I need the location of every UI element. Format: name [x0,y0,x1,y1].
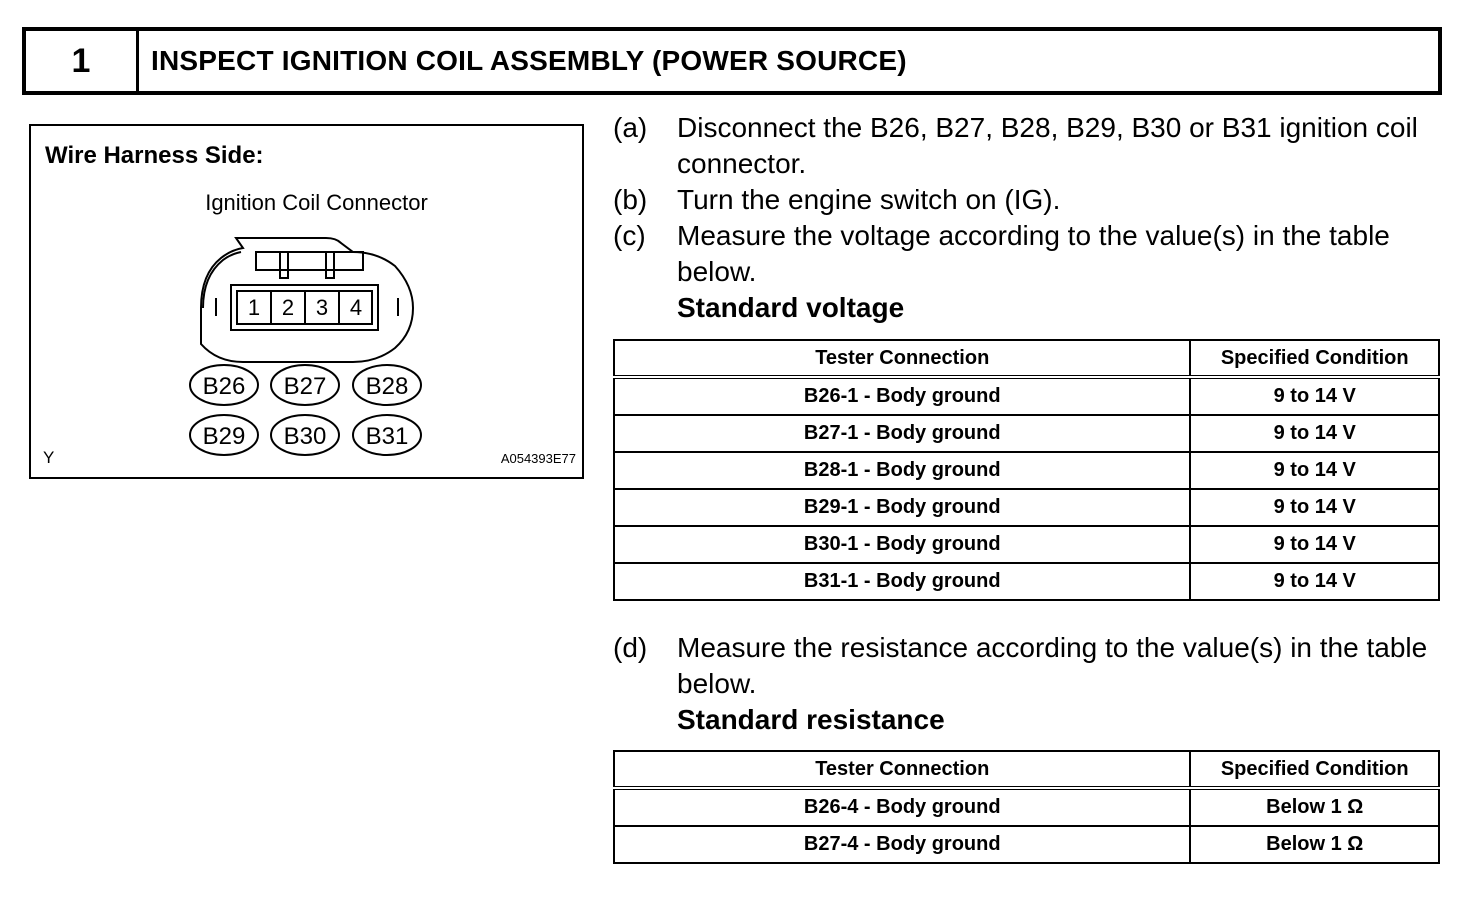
step-d: (d) Measure the resistance according to … [613,630,1453,702]
step-b: (b) Turn the engine switch on (IG). [613,182,1453,218]
step-text: Turn the engine switch on (IG). [677,184,1061,215]
connector-oval-b28 [352,364,422,406]
step-label: (b) [613,184,648,215]
standard-voltage-heading: Standard voltage [677,292,905,323]
table-cell: B30-1 - Body ground [612,525,1192,564]
step-c: (c) Measure the voltage according to the… [613,218,1453,290]
table-cell: Below 1 Ω [1189,825,1440,864]
pin-label: 3 [316,295,328,320]
pin-label: 1 [248,295,260,320]
procedure-steps: (a) Disconnect the B26, B27, B28, B29, B… [613,110,1453,326]
connector-oval-b26 [189,364,259,406]
step-label: (c) [613,220,646,251]
figure-corner-mark: Y [43,448,55,467]
step-text: Measure the resistance according to the … [677,632,1428,699]
standard-resistance-heading: Standard resistance [677,704,945,735]
connector-oval-b31 [352,414,422,456]
column-header: Tester Connection [612,339,1192,379]
connector-label: B27 [284,373,327,400]
table-cell: 9 to 14 V [1189,525,1440,564]
figure-caption: Ignition Coil Connector [205,190,428,215]
table-cell: B26-4 - Body ground [612,787,1192,827]
table-cell: 9 to 14 V [1189,451,1440,490]
connector-oval-b30 [270,414,340,456]
connector-oval-b27 [270,364,340,406]
column-header: Specified Condition [1189,750,1440,790]
step-text: Disconnect the B26, B27, B28, B29, B30 o… [677,112,1418,179]
table-cell: B27-1 - Body ground [612,414,1192,453]
voltage-table: Tester Connection Specified Condition B2… [612,339,1440,601]
connector-label: B31 [366,423,409,450]
connector-drawing: 1 2 3 4 B26 B27 B28 B29 B30 B31 [189,237,422,456]
table-header-row: Tester Connection Specified Condition [612,339,1440,379]
table-header-row: Tester Connection Specified Condition [612,750,1440,790]
step-label: (a) [613,112,648,143]
table-cell: 9 to 14 V [1189,414,1440,453]
procedure-steps-continued: (d) Measure the resistance according to … [613,630,1453,738]
pin-labels: 1 2 3 4 [248,295,362,320]
pin-label: 4 [350,295,362,320]
table-cell: B27-4 - Body ground [612,825,1192,864]
pin-label: 2 [282,295,294,320]
step-number: 1 [26,31,139,91]
table-cell: B26-1 - Body ground [612,376,1192,416]
connector-housing [200,237,415,363]
table-cell: B28-1 - Body ground [612,451,1192,490]
table-cell: B31-1 - Body ground [612,562,1192,601]
figure-code: A054393E77 [500,451,576,466]
step-a: (a) Disconnect the B26, B27, B28, B29, B… [613,110,1453,182]
table-cell: 9 to 14 V [1189,376,1440,416]
connector-figure: Wire Harness Side: Ignition Coil Connect… [29,124,584,479]
step-title: INSPECT IGNITION COIL ASSEMBLY (POWER SO… [151,45,907,76]
table-cell: B29-1 - Body ground [612,488,1192,527]
table-cell: 9 to 14 V [1189,562,1440,601]
column-header: Specified Condition [1189,339,1440,379]
connector-label: B26 [203,373,246,400]
connector-oval-b29 [189,414,259,456]
table-cell: Below 1 Ω [1189,787,1440,827]
table-cell: 9 to 14 V [1189,488,1440,527]
step-header: 1 INSPECT IGNITION COIL ASSEMBLY (POWER … [22,27,1442,95]
connector-labels: B26 B27 B28 B29 B30 B31 [203,373,409,450]
connector-label: B30 [284,423,327,450]
connector-label: B29 [203,423,246,450]
connector-label: B28 [366,373,409,400]
step-label: (d) [613,632,648,663]
connector-ovals [189,364,422,456]
figure-heading: Wire Harness Side: [45,142,264,169]
resistance-table: Tester Connection Specified Condition B2… [612,750,1440,864]
column-header: Tester Connection [612,750,1192,790]
step-text: Measure the voltage according to the val… [677,220,1390,287]
